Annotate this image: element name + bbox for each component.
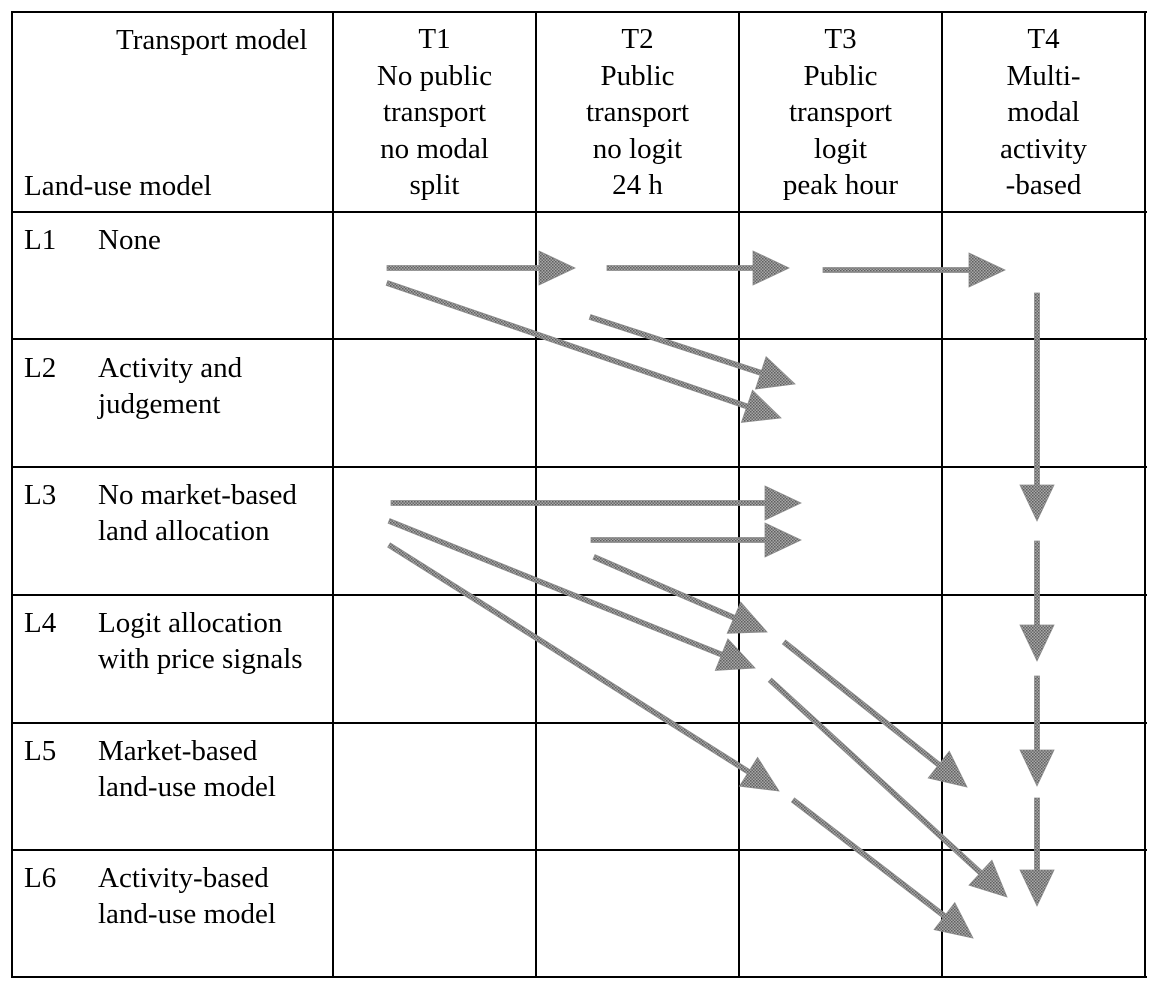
arrow-l1t2-to-l1t3 [606,250,790,286]
row-desc-l4: Logit allocation [98,607,283,639]
grid-line-col-2 [535,11,537,978]
arrow-l4t3-to-l6t4 [767,677,1008,898]
arrow-l3t1-to-l5t3 [387,542,780,792]
row-desc-l3: land allocation [98,515,270,547]
column-header-t3: T3 Public transport logit peak hour [740,21,941,204]
column-desc-line: Multi- [1006,59,1081,92]
column-code: T4 [1027,23,1060,55]
transport-model-axis-label: Transport model [116,24,308,56]
row-desc-l5: Market-based [98,735,258,767]
column-desc-line: transport [788,96,893,128]
arrow-l3t4-to-l4t4 [1019,540,1055,662]
column-header-t2: T2 Public transport no logit 24 h [537,21,738,204]
grid-line-bottom [11,976,1147,978]
column-header-t1: T1 No public transport no modal split [334,21,535,204]
row-desc-l2: judgement [98,388,221,420]
arrow-l5t4-to-l6t4 [1019,797,1055,907]
grid-line-col-1 [332,11,334,978]
column-desc-line: peak hour [782,169,899,201]
grid-line-col-3 [738,11,740,978]
grid-line-left [11,11,13,978]
column-desc-line: No public [376,59,493,92]
row-desc-l3: No market-based [98,479,297,511]
column-code: T2 [621,23,654,55]
arrow-l3t2-to-l4t3 [592,554,768,634]
row-desc-l5: land-use model [98,771,276,803]
column-desc-line: modal [1007,96,1080,128]
column-desc-line: transport [585,96,690,128]
arrow-l5t3-to-l6t4 [790,797,974,939]
arrow-l1t4-to-l3t4 [1019,292,1055,522]
grid-line-col-4 [941,11,943,978]
arrow-l1t1-to-l1t2 [386,250,576,286]
row-desc-l2: Activity and [98,352,243,384]
arrow-l3t2-to-l3t3 [590,522,802,558]
grid-line-header-bottom [11,211,1147,213]
row-code-l2: L2 [24,352,57,384]
column-desc-line: no logit [592,132,683,165]
row-desc-l6: land-use model [98,898,276,930]
column-desc-line: logit [813,132,868,165]
arrow-l1t1-to-l2t3 [385,280,782,423]
arrow-l4t4-to-l5t4 [1019,675,1055,787]
landuse-model-axis-label: Land-use model [24,170,212,202]
grid-line-row-5 [11,849,1147,851]
column-desc-line: activity [1000,132,1087,165]
row-code-l3: L3 [24,479,57,511]
row-code-l4: L4 [24,607,57,639]
row-desc-l4: with price signals [98,643,303,675]
column-desc-line: transport [382,96,487,128]
column-desc-line: 24 h [612,169,663,201]
column-desc-line: Public [600,59,675,92]
column-code: T3 [824,23,857,55]
column-header-t4: T4 Multi- modal activity -based [943,21,1144,204]
row-desc-l6: Activity-based [98,862,269,894]
arrow-l4t3-to-l5t4 [781,639,968,788]
grid-line-top [11,11,1147,13]
column-desc-line: no modal [380,132,489,165]
column-code: T1 [418,23,451,55]
arrow-l3t1-to-l3t3 [390,485,802,521]
row-code-l6: L6 [24,862,57,894]
grid-line-row-1 [11,338,1147,340]
row-code-l5: L5 [24,735,57,767]
arrow-l1t3-to-l1t4 [822,252,1006,288]
column-desc-line: Public [803,59,878,92]
row-desc-l1: None [98,224,161,256]
column-desc-line: -based [1005,169,1082,201]
grid-line-row-4 [11,722,1147,724]
grid-line-row-2 [11,466,1147,468]
row-code-l1: L1 [24,224,57,256]
arrow-l1t2-to-l2t3 [588,314,796,390]
grid-line-right [1144,11,1146,978]
arrow-l3t1-to-l4t3 [387,518,756,671]
column-desc-line: split [409,169,460,201]
